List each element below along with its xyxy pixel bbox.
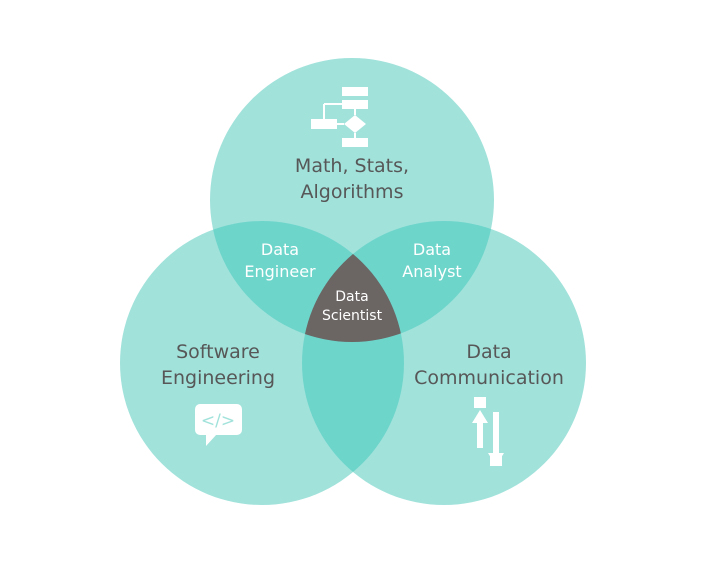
- flowchart-icon: [311, 87, 368, 147]
- data-scientist-label-line2: Scientist: [322, 308, 383, 324]
- math-stats-label-line1: Math, Stats,: [295, 155, 409, 177]
- data-scientist-label-line1: Data: [335, 289, 368, 305]
- data-communication-label-line1: Data: [466, 341, 511, 363]
- software-engineering-label-line1: Software: [176, 341, 260, 363]
- math-stats-label-line2: Algorithms: [301, 181, 404, 203]
- center-data-scientist: [302, 221, 404, 342]
- data-engineer-label-line1: Data: [261, 240, 299, 259]
- data-analyst-label-line2: Analyst: [402, 262, 461, 281]
- code-icon: </>: [195, 404, 242, 446]
- data-analyst-label-line1: Data: [413, 240, 451, 259]
- svg-text:</>: </>: [201, 411, 235, 431]
- data-communication-label-line2: Communication: [414, 367, 564, 389]
- transfer-arrows-icon: [472, 397, 504, 466]
- software-engineering-label-line2: Engineering: [161, 367, 275, 389]
- data-engineer-label-line2: Engineer: [244, 262, 316, 281]
